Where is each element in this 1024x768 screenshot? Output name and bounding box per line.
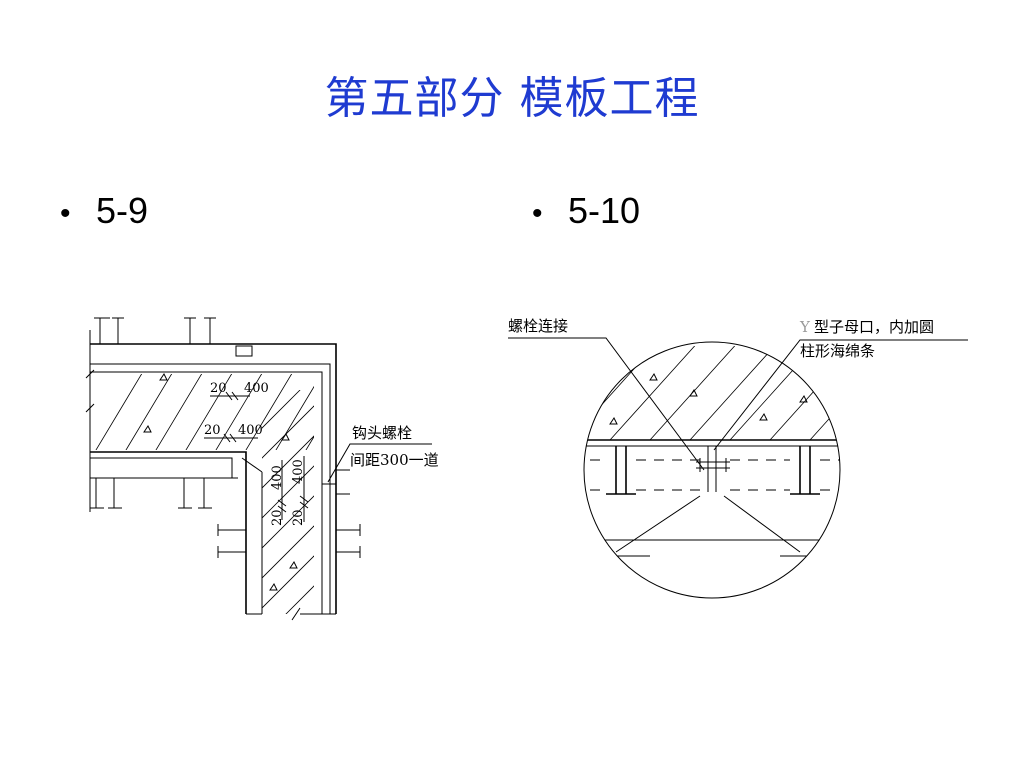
- note-hook-bolt: 钩头螺栓: [352, 424, 412, 442]
- bolt-icon: [696, 458, 730, 472]
- slab-hatching: [95, 374, 314, 450]
- label-bolt-connection: 螺栓连接: [508, 317, 568, 335]
- page-title: 第五部分 模板工程: [324, 73, 700, 124]
- dim-label: 400: [291, 459, 306, 484]
- dim-label: 20: [291, 509, 306, 526]
- dim-label: 400: [270, 465, 285, 490]
- break-line-bottom: [246, 607, 336, 621]
- bullet-label: 5-10: [568, 190, 641, 231]
- bullet-label: 5-9: [96, 190, 149, 231]
- splice-plate: [707, 446, 717, 492]
- bolt-leader: [508, 337, 705, 471]
- label-joint-line2: 柱形海绵条: [800, 342, 875, 360]
- dim-line-4: [299, 456, 309, 522]
- dim-label: 20: [210, 381, 227, 396]
- bullet-dot-icon: •: [532, 197, 543, 230]
- channel-steel-left: [606, 446, 636, 495]
- dim-label: 20: [270, 509, 285, 526]
- hook-bolt: [322, 469, 350, 495]
- channel-steel-top-1: [94, 317, 124, 345]
- bracing-lines: [615, 495, 810, 557]
- dim-line-1: [210, 391, 250, 401]
- bullet-item-5-9: • 5-9: [60, 190, 148, 232]
- outer-form-inner-face: [90, 371, 323, 614]
- outer-formwork: [90, 343, 337, 614]
- channel-steel-wall-right: [336, 524, 361, 558]
- break-line-left: [85, 330, 95, 512]
- diagram-5-9: 20 400 20 400 20 400 20 400 钩头螺栓 间距300一道: [85, 317, 439, 621]
- label-joint-prefix: Y: [799, 318, 811, 336]
- top-clamp: [235, 345, 253, 357]
- note-leader: [327, 443, 432, 483]
- inner-form-skin: [90, 457, 233, 478]
- channel-steel-right: [790, 446, 820, 495]
- aggregate-marks: [609, 373, 808, 425]
- label-joint-line1: 型子母口，内加圆: [814, 318, 934, 336]
- dim-line-2: [204, 433, 258, 443]
- bullet-item-5-10: • 5-10: [532, 190, 640, 232]
- detail-circle: [583, 341, 841, 599]
- channel-steel-bottom-1: [90, 478, 122, 509]
- dim-label: 400: [238, 423, 263, 438]
- wall-hatching: [262, 390, 314, 614]
- channel-steel-top-2: [184, 317, 216, 345]
- joint-leader: [713, 339, 968, 451]
- diagram-5-10: 螺栓连接 Y 型子母口，内加圆 柱形海绵条: [508, 317, 968, 599]
- dim-label: 20: [204, 423, 221, 438]
- outer-form-skin: [90, 363, 331, 614]
- bullet-dot-icon: •: [60, 197, 71, 230]
- corner-angle: [241, 457, 263, 473]
- channel-steel-bottom-2: [178, 478, 212, 509]
- dim-line-3: [277, 460, 287, 520]
- aggregate-marks: [143, 373, 298, 591]
- channel-steel-wall-left: [217, 524, 246, 558]
- note-spacing: 间距300一道: [350, 451, 439, 469]
- inner-formwork: [90, 451, 247, 614]
- dim-label: 400: [244, 381, 269, 396]
